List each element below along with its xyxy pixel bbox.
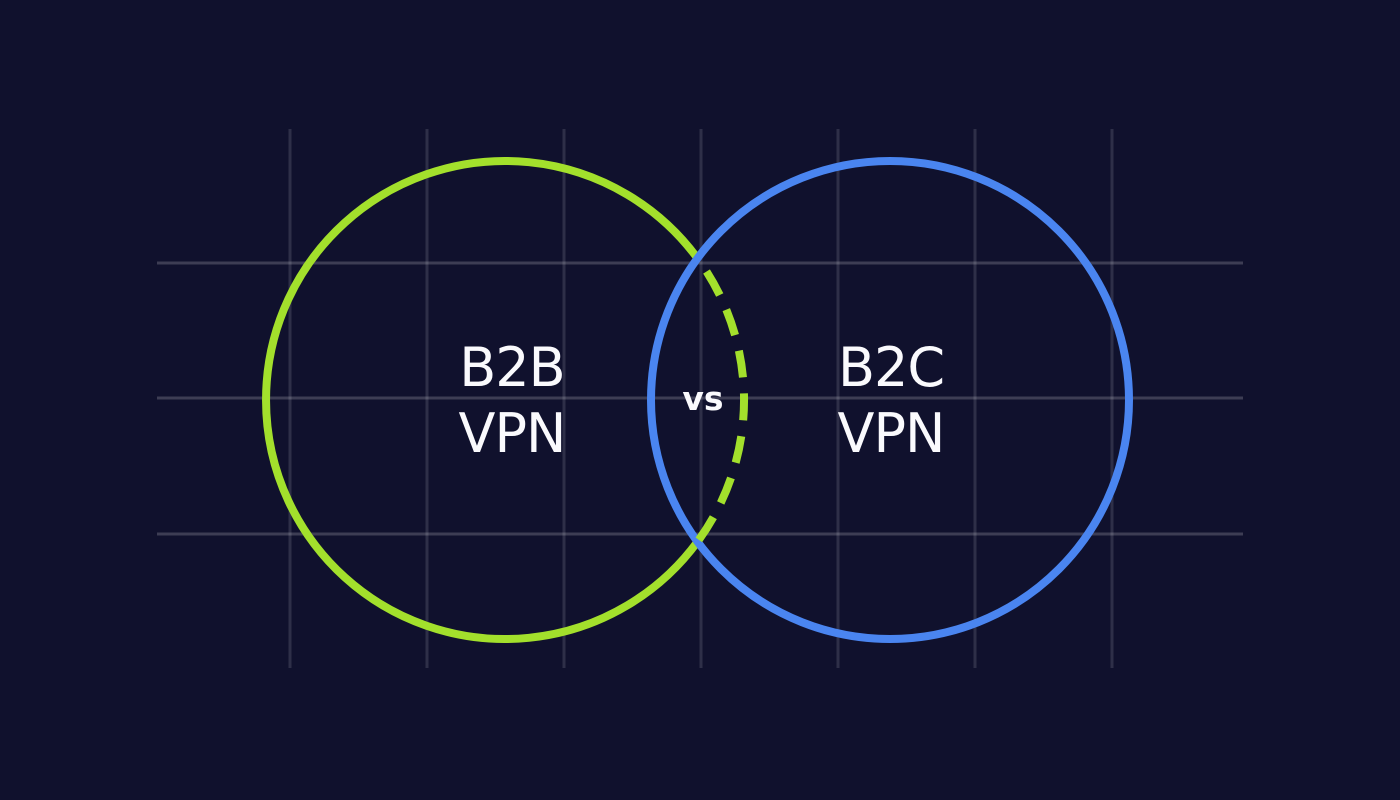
- b2b-circle-solid-arc: [262, 157, 701, 643]
- b2b-label-group: B2B VPN: [459, 336, 567, 465]
- b2c-label-group: B2C VPN: [838, 336, 946, 465]
- b2b-circle-dashed-arc: [694, 255, 749, 545]
- b2b-label-line1: B2B: [459, 336, 564, 399]
- b2c-label-line2: VPN: [838, 402, 945, 465]
- b2b-label-line2: VPN: [459, 402, 566, 465]
- b2c-label-line1: B2C: [838, 336, 944, 399]
- vs-label: vs: [682, 379, 723, 418]
- b2c-circle: [647, 157, 1133, 643]
